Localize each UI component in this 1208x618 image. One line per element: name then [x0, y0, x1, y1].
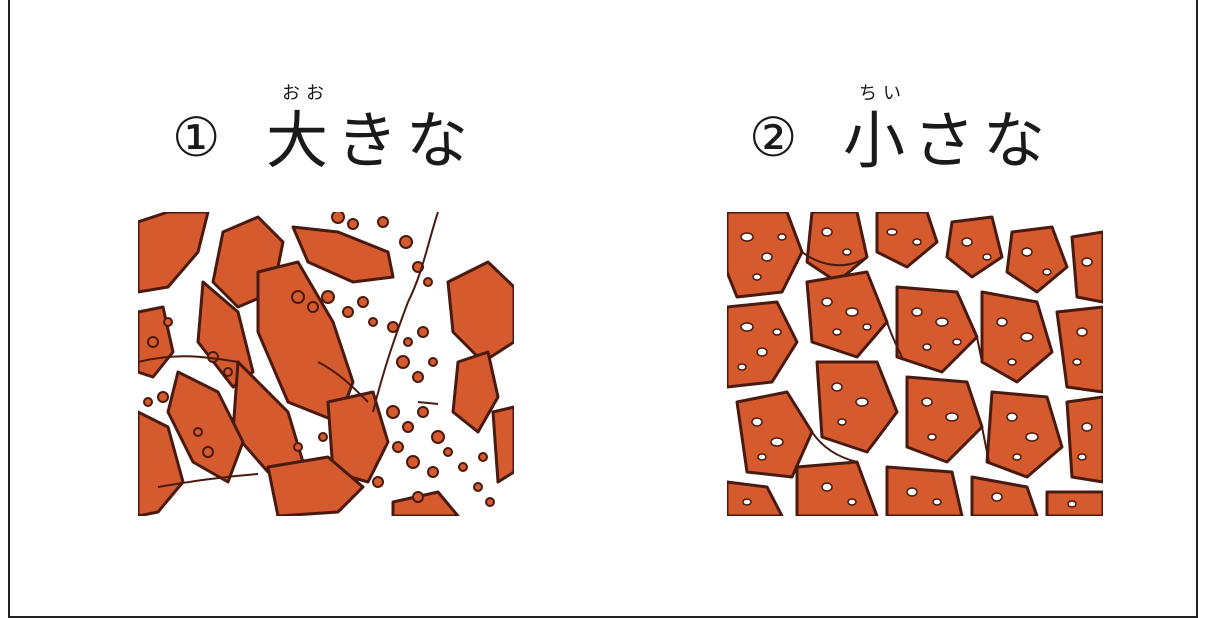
option-number: ① [172, 106, 221, 169]
large-grain-illustration [138, 212, 514, 516]
small-grain-illustration [727, 212, 1103, 516]
option-word: 大きな [266, 104, 477, 177]
option-heading: ちい ② 小さな [749, 84, 1169, 194]
furigana: おお [282, 83, 330, 104]
option-word: 小さな [843, 104, 1054, 177]
option-number: ② [749, 106, 798, 169]
option-heading: おお ① 大きな [172, 84, 592, 194]
furigana: ちい [859, 83, 907, 104]
